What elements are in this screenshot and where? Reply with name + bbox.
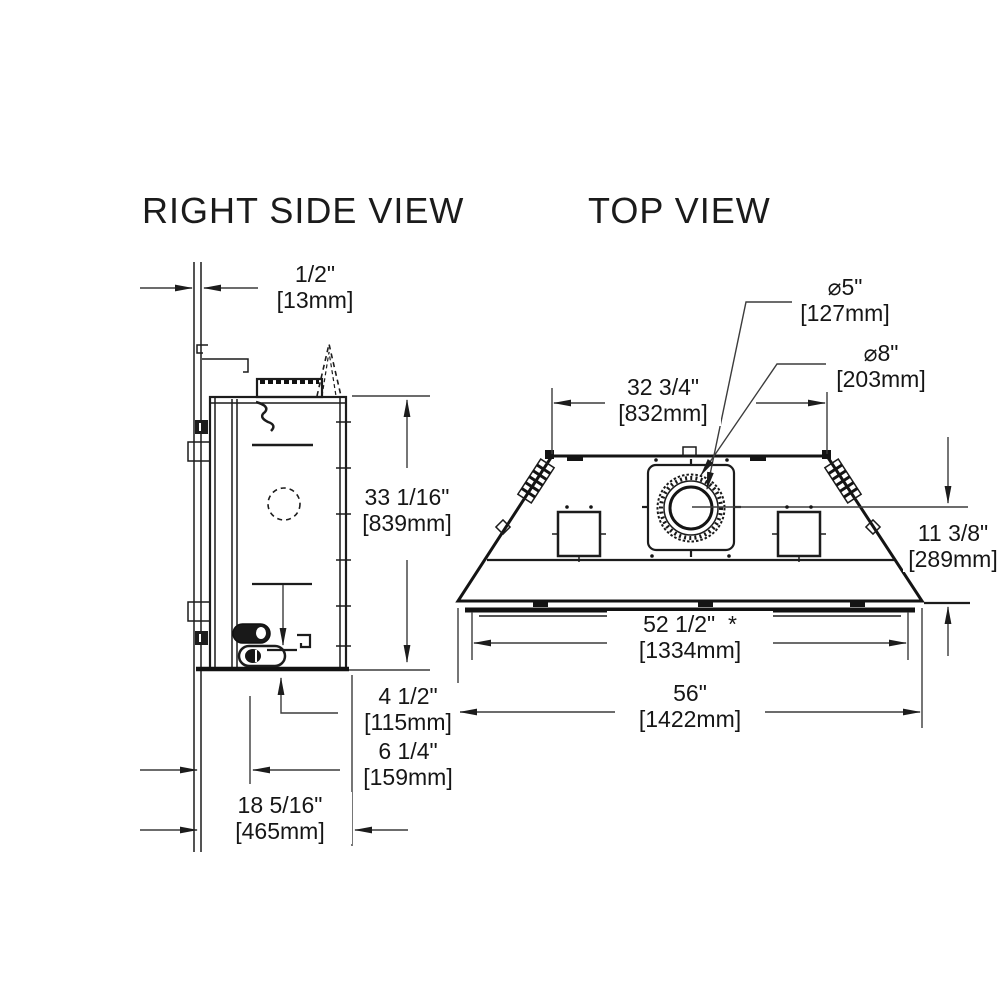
dim-flue-inner-diameter: ⌀5" [127mm]	[792, 274, 898, 326]
dim-inches: 32 3/4"	[626, 374, 700, 400]
side-view-unit-body	[187, 343, 351, 672]
dim-gas-depth: 6 1/4" [159mm]	[356, 738, 460, 790]
dim-inches: 18 5/16"	[237, 792, 323, 818]
dim-mm: [1422mm]	[638, 706, 742, 732]
dim-unit-height: 33 1/16" [839mm]	[354, 484, 460, 536]
dim-mm: [832mm]	[618, 400, 708, 426]
dim-inches: ⌀5"	[827, 274, 863, 300]
dim-front-width: 52 1/2" * [1334mm]	[607, 611, 773, 663]
dim-wall-gap: 1/2" [13mm]	[267, 261, 363, 313]
flue-collar-assembly	[642, 458, 741, 558]
left-clip-diamond	[494, 518, 512, 536]
flue-inner-pipe	[668, 485, 714, 531]
dim-mm: [203mm]	[836, 366, 926, 392]
back-clips	[187, 420, 211, 645]
dim-inches: ⌀8"	[863, 340, 899, 366]
dim-mm: [115mm]	[364, 709, 452, 735]
top-view-outline	[455, 446, 925, 617]
left-knockout-square	[552, 505, 606, 562]
dim-mm: [127mm]	[800, 300, 890, 326]
top-bracket	[255, 400, 275, 432]
gas-valve-components	[232, 623, 287, 668]
side-flue-collar	[255, 377, 324, 399]
dim-inches: 11 3/8"	[917, 520, 989, 546]
top-view-drawing	[455, 301, 970, 728]
dim-flue-to-front: 11 3/8" [289mm]	[903, 520, 1000, 572]
standoff-triangle	[316, 343, 342, 397]
side-view-dimension-lines	[140, 284, 430, 846]
title-top-view: TOP VIEW	[588, 190, 771, 231]
dim-overall-width: 56" [1422mm]	[615, 680, 765, 732]
flue-outer-ring	[656, 473, 726, 543]
dim-mm: [159mm]	[363, 764, 453, 790]
dim-back-width: 32 3/4" [832mm]	[605, 374, 721, 426]
title-right-side-view: RIGHT SIDE VIEW	[142, 190, 465, 231]
dim-inches: 56"	[673, 680, 707, 706]
dim-mm: [289mm]	[908, 546, 998, 572]
front-edge-ticks	[336, 421, 351, 647]
dim-inches: 4 1/2"	[378, 683, 438, 709]
dim-mm: [13mm]	[276, 287, 354, 313]
dim-unit-depth: 18 5/16" [465mm]	[208, 792, 352, 844]
dim-mm: [465mm]	[235, 818, 325, 844]
right-nailing-flange	[823, 457, 863, 505]
dim-inches: 33 1/16"	[364, 484, 450, 510]
side-view-drawing	[140, 262, 430, 852]
gas-knockout-circle	[267, 487, 301, 521]
wall-lines	[193, 262, 249, 852]
dim-mm: [1334mm]	[638, 637, 742, 663]
dim-inches: 52 1/2" *	[643, 611, 737, 637]
dim-mm: [839mm]	[362, 510, 452, 536]
dim-inches: 6 1/4"	[378, 738, 438, 764]
left-nailing-flange	[516, 457, 556, 505]
dim-gas-height: 4 1/2" [115mm]	[356, 683, 460, 735]
right-clip-diamond	[864, 518, 882, 536]
right-knockout-square	[772, 505, 826, 562]
dim-inches: 1/2"	[294, 261, 336, 287]
dim-flue-outer-diameter: ⌀8" [203mm]	[826, 340, 936, 392]
